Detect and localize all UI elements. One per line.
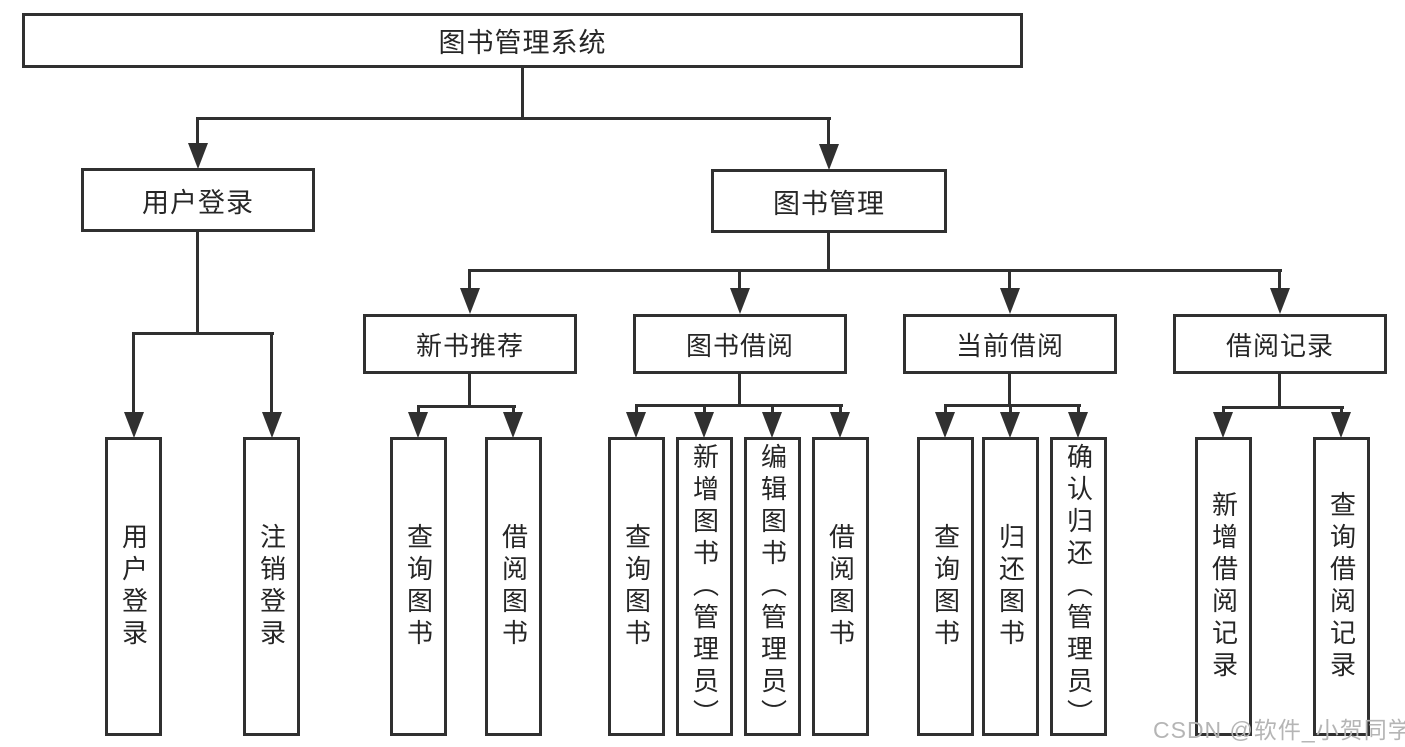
arrowhead-leaf [1068, 412, 1088, 438]
connector-stub [1340, 406, 1343, 414]
node-leaf-user-login-label: 用户登录 [118, 522, 149, 651]
connector-borrowing-records-rail [1222, 406, 1344, 409]
connector-to-borrow-records [1278, 269, 1281, 291]
connector-new-book-rec-trunk [468, 372, 471, 408]
node-current-borrowing: 当前借阅 [903, 314, 1117, 374]
node-leaf-edit-books-admin-label: 编辑图书（管理员） [757, 442, 788, 731]
node-leaf-confirm-return-admin-label: 确认归还（管理员） [1063, 442, 1094, 731]
arrowhead-login-leaf [124, 412, 144, 438]
node-borrowing-records: 借阅记录 [1173, 314, 1387, 374]
node-user-login: 用户登录 [81, 168, 315, 232]
node-leaf-logout: 注销登录 [243, 437, 300, 736]
connector-current-borrowing-trunk [1008, 372, 1011, 407]
node-book-borrowing: 图书借阅 [633, 314, 847, 374]
node-leaf-add-books-admin-label: 新增图书（管理员） [689, 442, 720, 731]
arrowhead-leaf [694, 412, 714, 438]
connector-stub [635, 404, 638, 414]
node-book-management-label: 图书管理 [773, 188, 885, 219]
node-leaf-query-books-current: 查询图书 [917, 437, 974, 736]
connector-user-login-trunk [196, 230, 199, 335]
node-new-book-recommend-label: 新书推荐 [415, 330, 524, 361]
node-library-management-system-label: 图书管理系统 [438, 28, 607, 58]
node-leaf-user-login: 用户登录 [105, 437, 162, 736]
connector-stub [703, 404, 706, 414]
connector-book-borrowing-trunk [738, 372, 741, 407]
connector-stub [1077, 404, 1080, 414]
arrowhead-new-book-rec [460, 288, 480, 314]
arrowhead-leaf [1331, 412, 1351, 438]
node-leaf-confirm-return-admin: 确认归还（管理员） [1050, 437, 1107, 736]
csdn-watermark: CSDN @软件_小贺同学 [1153, 717, 1405, 743]
arrowhead-leaf [408, 412, 428, 438]
connector-to-new-book-rec [468, 269, 471, 291]
connector-user-login-rail [132, 332, 274, 335]
connector-stub [839, 404, 842, 414]
connector-stub [417, 405, 420, 414]
connector-stub [1222, 406, 1225, 414]
node-leaf-query-borrow-record-label: 查询借阅记录 [1326, 490, 1357, 683]
node-leaf-borrow-books-recommend-label: 借阅图书 [498, 522, 529, 651]
connector-root-trunk [521, 65, 524, 120]
arrowhead-leaf [830, 412, 850, 438]
node-leaf-add-books-admin: 新增图书（管理员） [676, 437, 733, 736]
connector-to-logout-leaf [270, 332, 273, 414]
arrowhead-book-borrow [730, 288, 750, 314]
node-library-management-system: 图书管理系统 [22, 13, 1023, 68]
node-leaf-query-books-recommend-label: 查询图书 [403, 522, 434, 651]
arrowhead-leaf [503, 412, 523, 438]
arrowhead-leaf [935, 412, 955, 438]
connector-borrowing-records-trunk [1278, 372, 1281, 409]
node-leaf-borrow-books-recommend: 借阅图书 [485, 437, 542, 736]
connector-root-to-user-login [196, 117, 199, 145]
connector-to-current-borrow [1008, 269, 1011, 291]
node-leaf-return-books-label: 归还图书 [995, 522, 1026, 651]
connector-to-book-borrow [738, 269, 741, 291]
node-leaf-edit-books-admin: 编辑图书（管理员） [744, 437, 801, 736]
node-leaf-add-borrow-record-label: 新增借阅记录 [1208, 490, 1239, 683]
connector-root-to-book-mgmt [827, 117, 830, 146]
connector-stub [771, 404, 774, 414]
node-book-borrowing-label: 图书借阅 [685, 330, 794, 361]
arrowhead-leaf [762, 412, 782, 438]
node-leaf-add-borrow-record: 新增借阅记录 [1195, 437, 1252, 736]
node-leaf-query-books-borrowing-label: 查询图书 [621, 522, 652, 651]
node-user-login-label: 用户登录 [142, 187, 254, 218]
arrowhead-logout-leaf [262, 412, 282, 438]
node-borrowing-records-label: 借阅记录 [1225, 330, 1334, 361]
arrowhead-current-borrow [1000, 288, 1020, 314]
node-leaf-query-borrow-record: 查询借阅记录 [1313, 437, 1370, 736]
connector-stub [512, 405, 515, 414]
arrowhead-borrow-records [1270, 288, 1290, 314]
connector-book-mgmt-rail [468, 269, 1282, 272]
connector-book-mgmt-trunk [827, 231, 830, 272]
connector-current-borrowing-rail [944, 404, 1081, 407]
arrowhead-book-mgmt [819, 144, 839, 170]
connector-book-borrowing-rail [635, 404, 843, 407]
connector-root-rail [196, 117, 831, 120]
node-new-book-recommend: 新书推荐 [363, 314, 577, 374]
node-book-management: 图书管理 [711, 169, 947, 233]
node-current-borrowing-label: 当前借阅 [955, 330, 1064, 361]
arrowhead-leaf [626, 412, 646, 438]
connector-new-book-rec-rail [417, 405, 516, 408]
node-leaf-borrow-books-label: 借阅图书 [825, 522, 856, 651]
connector-stub [944, 404, 947, 414]
arrowhead-user-login [188, 143, 208, 169]
node-leaf-query-books-borrowing: 查询图书 [608, 437, 665, 736]
node-leaf-logout-label: 注销登录 [256, 522, 287, 651]
node-leaf-query-books-current-label: 查询图书 [930, 522, 961, 651]
arrowhead-leaf [1000, 412, 1020, 438]
node-leaf-query-books-recommend: 查询图书 [390, 437, 447, 736]
node-leaf-return-books: 归还图书 [982, 437, 1039, 736]
connector-to-login-leaf [132, 332, 135, 414]
node-leaf-borrow-books: 借阅图书 [812, 437, 869, 736]
arrowhead-leaf [1213, 412, 1233, 438]
connector-stub [1009, 404, 1012, 414]
